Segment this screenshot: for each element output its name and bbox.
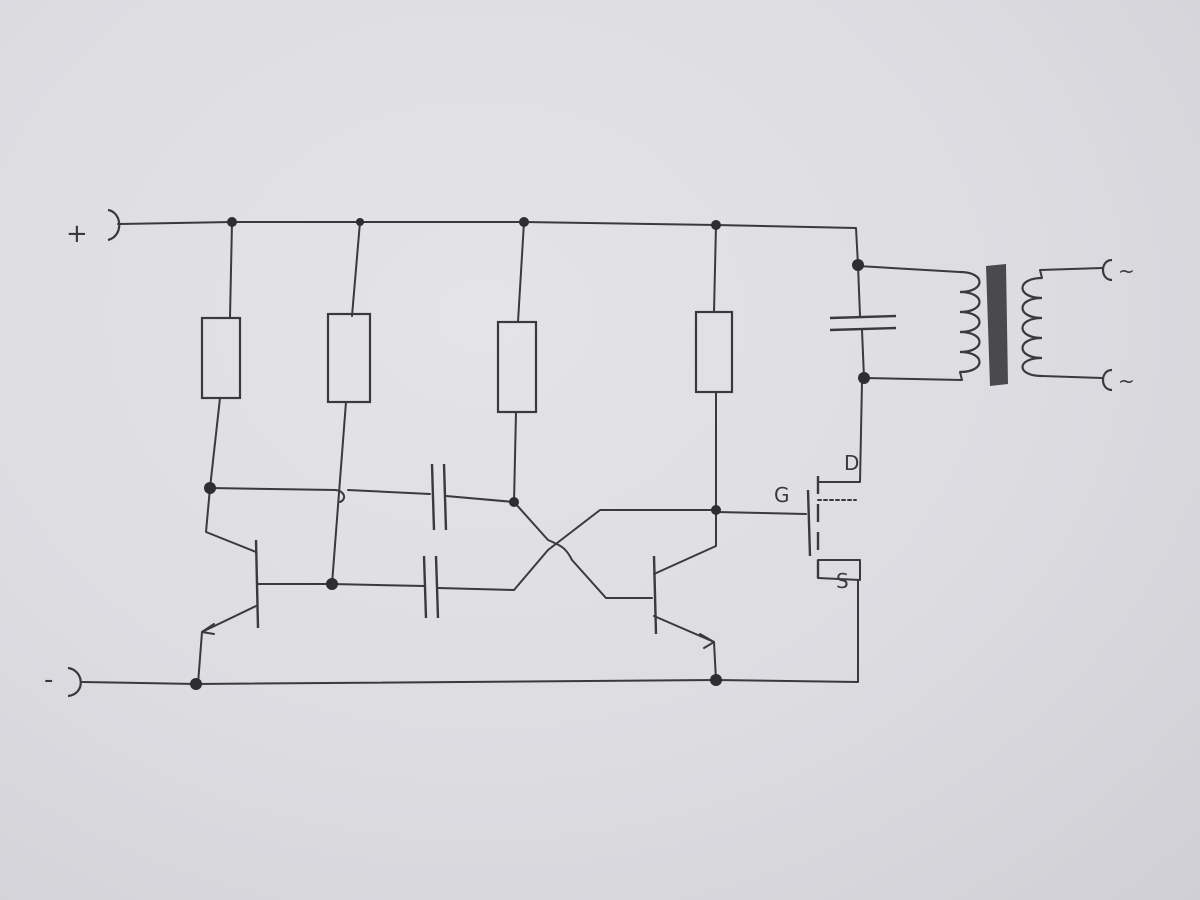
primary-winding bbox=[959, 270, 981, 374]
secondary-lead-top bbox=[1039, 267, 1103, 279]
junction-dot bbox=[509, 497, 519, 507]
source-label: S bbox=[836, 569, 849, 593]
junction-dot bbox=[858, 372, 870, 384]
junction-dot bbox=[227, 217, 237, 227]
negative-sign: - bbox=[44, 665, 53, 695]
junction-dot bbox=[326, 578, 338, 590]
gate-wire bbox=[715, 511, 807, 515]
collector-wire-left bbox=[209, 487, 346, 503]
junction-dot bbox=[710, 674, 722, 686]
cap-c1-lead-right bbox=[445, 495, 515, 503]
mosfet: G D S bbox=[715, 381, 863, 593]
cross-wire-a bbox=[513, 501, 607, 599]
cross-wire-b bbox=[513, 509, 717, 591]
resistor-r1 bbox=[200, 221, 242, 489]
transistor-q2 bbox=[652, 509, 717, 681]
primary-lead-top bbox=[857, 265, 961, 273]
junction-dot bbox=[519, 217, 529, 227]
secondary-lead-bottom bbox=[1041, 375, 1103, 379]
cap-c1-lead-left bbox=[347, 489, 431, 495]
capacitor-c2 bbox=[422, 555, 440, 619]
resistor-r3 bbox=[496, 221, 538, 503]
gate-label: G bbox=[774, 483, 790, 507]
tank-capacitor bbox=[829, 264, 897, 379]
drain-lead bbox=[817, 381, 863, 483]
junction-dot bbox=[356, 218, 364, 226]
junction-dots bbox=[190, 217, 870, 690]
junction-dot bbox=[711, 505, 721, 515]
negative-terminal-cup bbox=[67, 666, 82, 698]
output-terminal-bottom-label: ~ bbox=[1118, 369, 1135, 393]
junction-dot bbox=[852, 259, 864, 271]
positive-rail bbox=[117, 221, 859, 266]
source-lead bbox=[817, 559, 861, 581]
primary-lead-bottom bbox=[863, 371, 963, 381]
junction-dot bbox=[190, 678, 202, 690]
output-terminal-top-label: ~ bbox=[1118, 259, 1135, 283]
positive-sign: + bbox=[66, 219, 88, 249]
resistor-r4 bbox=[694, 224, 734, 511]
drain-label: D bbox=[844, 451, 859, 475]
junction-dot bbox=[204, 482, 216, 494]
transformer-core bbox=[986, 264, 1008, 386]
junction-dot bbox=[711, 220, 721, 230]
resistor-r2 bbox=[326, 221, 372, 585]
positive-terminal: + bbox=[66, 208, 121, 249]
cap-c2-lead-right bbox=[437, 587, 515, 591]
positive-terminal-cup bbox=[107, 208, 121, 242]
gate-plate bbox=[806, 489, 812, 557]
transistor-q1 bbox=[197, 487, 260, 685]
emitter-arrow-q1 bbox=[201, 623, 215, 635]
emitter-arrow-q2 bbox=[699, 633, 715, 649]
secondary-winding bbox=[1021, 276, 1043, 378]
output-terminal-top-cup bbox=[1101, 258, 1113, 282]
transformer: ~ ~ bbox=[857, 258, 1135, 393]
output-terminal-bottom-cup bbox=[1101, 368, 1113, 392]
base-wire-left bbox=[257, 583, 425, 587]
negative-terminal: - bbox=[44, 665, 82, 698]
capacitor-c1 bbox=[430, 463, 448, 531]
